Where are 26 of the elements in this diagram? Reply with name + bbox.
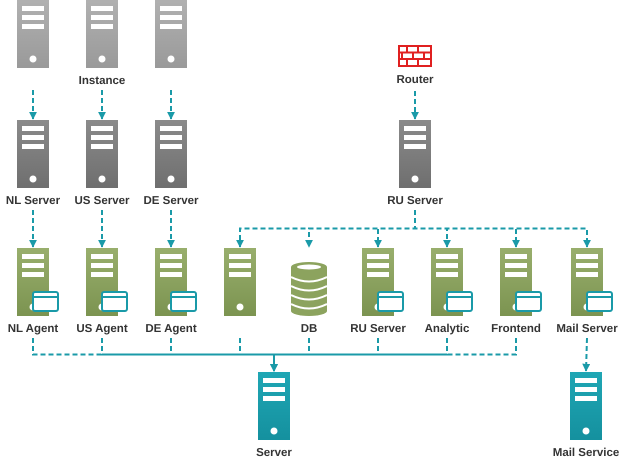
server-label: US Server (74, 194, 130, 208)
server-label: DB (300, 322, 318, 336)
server-label: DE Server (144, 194, 198, 208)
server-label: RU Server (350, 322, 406, 336)
dashed-arrow (270, 338, 517, 372)
server-label: Analytic (424, 322, 470, 336)
dashed-arrow (167, 90, 175, 120)
server-label: Router (396, 73, 434, 87)
dashed-arrow (29, 90, 37, 120)
dashed-arrow (411, 91, 419, 120)
dashed-arrow (414, 210, 591, 248)
dashed-arrow (98, 90, 106, 120)
server-label: DE Agent (145, 322, 197, 336)
server-label: RU Server (387, 194, 443, 208)
dashed-arrow (98, 210, 106, 248)
dashed-arrow (29, 210, 37, 248)
server-label: NL Agent (8, 322, 58, 336)
dashed-arrow (167, 210, 175, 248)
server-label: Frontend (491, 322, 541, 336)
server-label: Mail Server (556, 322, 618, 336)
server-label: US Agent (76, 322, 128, 336)
server-label: Server (256, 446, 292, 460)
server-label: NL Server (6, 194, 60, 208)
server-label: Instance (78, 74, 126, 88)
server-label: Mail Service (552, 446, 620, 460)
dashed-arrow (582, 338, 590, 372)
